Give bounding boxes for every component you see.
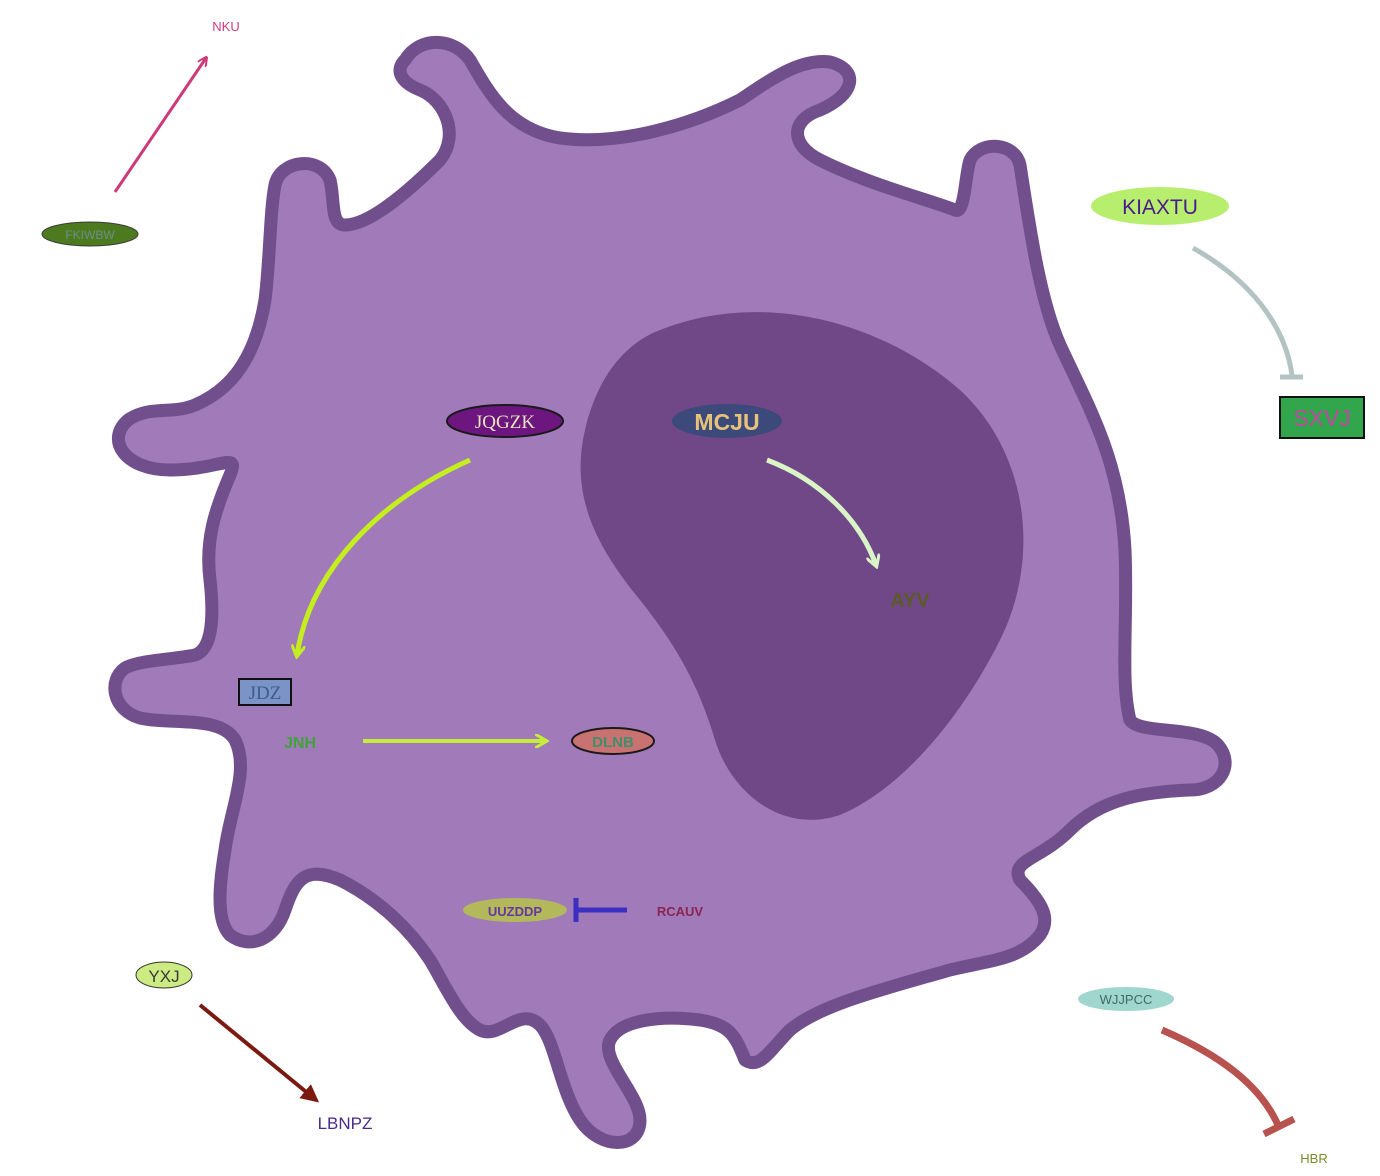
node-label-yxj: YXJ xyxy=(148,967,179,986)
node-label-jqgzk: JQGZK xyxy=(475,412,535,433)
edges xyxy=(113,58,1303,1138)
node-hbr[interactable]: HBR xyxy=(1300,1151,1327,1166)
node-label-kiaxtu: KIAXTU xyxy=(1122,196,1198,219)
node-shape-jqgzk xyxy=(446,404,564,438)
node-lbnpz[interactable]: LBNPZ xyxy=(318,1114,373,1133)
edge-fkiwbw-nku xyxy=(113,58,206,193)
node-label-mcju: MCJU xyxy=(694,409,759,435)
node-label-ayv: AYV xyxy=(890,590,930,612)
node-label-wjjpcc: WJJPCC xyxy=(1100,992,1153,1007)
node-label-dlnb: DLNB xyxy=(592,734,634,751)
node-label-fkiwbw: FKIWBW xyxy=(65,228,115,242)
node-ayv[interactable]: AYV xyxy=(890,590,930,612)
edge-wjjpcc-hbr xyxy=(1160,1026,1282,1127)
node-wjjpcc[interactable]: WJJPCC xyxy=(1078,987,1174,1011)
node-dlnb[interactable]: DLNB xyxy=(571,727,655,755)
node-jnh[interactable]: JNH xyxy=(284,735,316,752)
node-shape-dlnb xyxy=(571,727,655,755)
node-kiaxtu[interactable]: KIAXTU xyxy=(1091,187,1229,225)
node-label-jdz: JDZ xyxy=(249,683,282,704)
node-shape-kiaxtu xyxy=(1091,187,1229,225)
node-label-nku: NKU xyxy=(212,19,239,34)
node-shape-yxj xyxy=(135,961,193,989)
node-shape-sxvj xyxy=(1279,396,1365,439)
edge-wjjpcc-hbr-bar xyxy=(1262,1115,1296,1138)
node-shape-wjjpcc xyxy=(1078,987,1174,1011)
node-shape-fkiwbw xyxy=(41,221,139,247)
node-shape-mcju xyxy=(672,404,782,438)
node-mcju[interactable]: MCJU xyxy=(672,404,782,438)
edge-mcju-ayv xyxy=(766,457,876,565)
edge-kiaxtu-sxvj xyxy=(1191,245,1295,376)
node-shape-jdz xyxy=(238,678,292,706)
node-rcauv[interactable]: RCAUV xyxy=(657,904,704,919)
node-jqgzk[interactable]: JQGZK xyxy=(446,404,564,438)
edge-jqgzk-jdz xyxy=(297,457,472,655)
node-label-jnh: JNH xyxy=(284,735,316,752)
node-sxvj[interactable]: SXVJ xyxy=(1279,396,1365,439)
node-label-uuzddp: UUZDDP xyxy=(488,904,542,919)
node-label-rcauv: RCAUV xyxy=(657,904,704,919)
node-label-lbnpz: LBNPZ xyxy=(318,1114,373,1133)
node-fkiwbw[interactable]: FKIWBW xyxy=(41,221,139,247)
edge-yxj-lbnpz xyxy=(198,1003,320,1103)
node-label-sxvj: SXVJ xyxy=(1293,405,1351,431)
node-shape-uuzddp xyxy=(463,898,567,922)
nucleus xyxy=(580,312,1024,820)
node-label-hbr: HBR xyxy=(1300,1151,1327,1166)
node-yxj[interactable]: YXJ xyxy=(135,961,193,989)
node-jdz[interactable]: JDZ xyxy=(238,678,292,706)
node-uuzddp[interactable]: UUZDDP xyxy=(463,898,567,922)
node-nku[interactable]: NKU xyxy=(212,19,239,34)
